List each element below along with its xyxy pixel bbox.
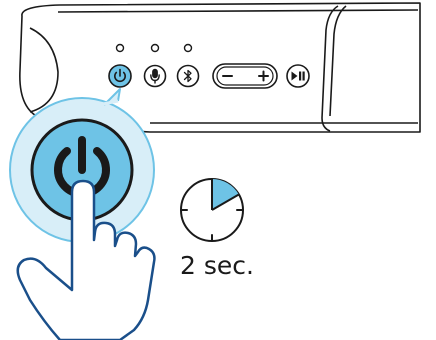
device-end-cap [29,27,59,113]
indicator-light [183,43,193,53]
bluetooth-button[interactable] [176,64,200,88]
indicator-light [115,43,125,53]
hand-icon [16,179,156,340]
microphone-button[interactable] [143,64,167,88]
minus-plus-icon [222,70,269,82]
device-top-edge [57,9,419,13]
indicator-light [150,43,160,53]
play-pause-icon [291,71,305,81]
bluetooth-icon [183,69,192,83]
indicator-lights [115,43,193,53]
timer-elapsed-wedge [212,179,239,210]
timer-label: 2 sec. [180,251,254,280]
volume-rocker[interactable] [212,63,278,89]
stopwatch-icon [180,178,244,242]
play-pause-button[interactable] [286,64,310,88]
power-button[interactable] [108,64,132,88]
microphone-icon [150,68,160,84]
device-right-panel [321,5,339,132]
power-icon [114,68,126,83]
device-right-panel-edge [329,5,347,117]
